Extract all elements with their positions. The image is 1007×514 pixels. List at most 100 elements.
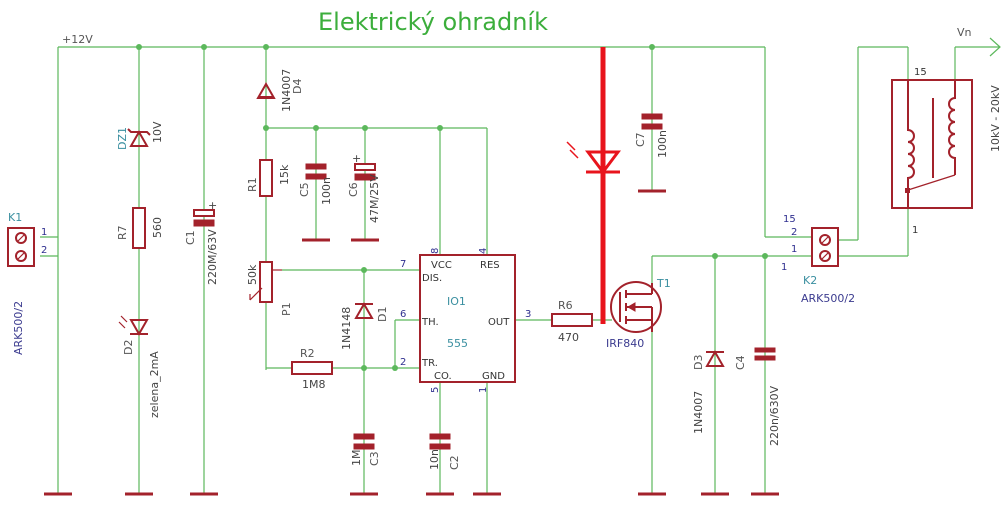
c1-name: C1 bbox=[184, 230, 197, 245]
c5-value: 100n bbox=[320, 177, 333, 205]
t1-value: IRF840 bbox=[606, 337, 644, 350]
k1-type: ARK500/2 bbox=[12, 301, 25, 355]
mosfet-t1: T1 IRF840 bbox=[606, 277, 671, 350]
r2-value: 1M8 bbox=[302, 378, 326, 391]
c5-name: C5 bbox=[298, 182, 311, 197]
capacitor-c1: + C1 220M/63V bbox=[184, 199, 219, 285]
diode-d3: D3 1N4007 bbox=[692, 349, 725, 434]
c1-value: 220M/63V bbox=[206, 229, 219, 285]
d3-value: 1N4007 bbox=[692, 391, 705, 434]
r1-name: R1 bbox=[246, 177, 259, 192]
r2-name: R2 bbox=[300, 347, 315, 360]
transformer-pin1: 1 bbox=[912, 225, 918, 236]
junctions bbox=[136, 44, 768, 371]
dz1-value: 10V bbox=[151, 121, 164, 143]
d1-name: D1 bbox=[376, 307, 389, 322]
c6-name: C6 bbox=[347, 182, 360, 197]
p1-value: 50k bbox=[246, 264, 259, 285]
r7-name: R7 bbox=[116, 225, 129, 240]
ic-pin7-num: 7 bbox=[400, 259, 406, 270]
r6-value: 470 bbox=[558, 331, 579, 344]
resistor-r7: R7 560 bbox=[116, 207, 164, 249]
wires bbox=[40, 37, 1001, 493]
r6-name: R6 bbox=[558, 299, 573, 312]
ic-pin6-num: 6 bbox=[400, 309, 406, 320]
ic-pin-dis: DIS. bbox=[422, 273, 442, 284]
c2-value: 10n bbox=[428, 449, 441, 470]
k1-pin2: 2 bbox=[41, 245, 47, 256]
r1-value: 15k bbox=[278, 164, 291, 185]
zener-dz1: DZ1 10V bbox=[116, 121, 164, 150]
k2-name: K2 bbox=[803, 274, 817, 287]
d4-name: D4 bbox=[291, 79, 304, 94]
ic-type: 555 bbox=[447, 337, 468, 350]
d4-value: 1N4007 bbox=[280, 69, 293, 112]
ic-pin5-num: 5 bbox=[430, 387, 441, 393]
d2-name: D2 bbox=[122, 340, 135, 355]
ic-pin-co: CO. bbox=[434, 371, 452, 382]
ic-pin1-num: 1 bbox=[478, 387, 489, 393]
p1-name: P1 bbox=[280, 302, 293, 316]
ground-symbols bbox=[44, 189, 779, 496]
k2-pin2: 2 bbox=[791, 227, 797, 238]
k2-label-1: 1 bbox=[781, 262, 787, 273]
ic-pin4-num: 4 bbox=[478, 248, 489, 254]
c1-polarity: + bbox=[208, 199, 217, 212]
dz1-name: DZ1 bbox=[116, 127, 129, 150]
capacitor-c4: C4 220n/630V bbox=[734, 347, 781, 446]
schematic-title: Elektrický ohradník bbox=[318, 8, 548, 36]
ic-pin-gnd: GND bbox=[482, 371, 505, 382]
hv-transformer: 15 1 bbox=[891, 67, 973, 236]
k1-pin1: 1 bbox=[41, 227, 47, 238]
c6-value: 47M/25V bbox=[368, 174, 381, 223]
k2-label-15: 15 bbox=[783, 214, 796, 225]
c3-value: 1M bbox=[350, 450, 363, 467]
diode-d1: 1N4148 D1 bbox=[340, 301, 389, 350]
ic-555: IO1 555 DIS. TH. TR. VCC RES OUT CO. GND… bbox=[400, 248, 531, 393]
d1-value: 1N4148 bbox=[340, 307, 353, 350]
diode-d4: 1N4007 D4 bbox=[256, 69, 304, 112]
transformer-pin15: 15 bbox=[914, 67, 927, 78]
capacitor-c3: 1M C3 bbox=[350, 433, 381, 467]
ic-pin-tr: TR. bbox=[421, 358, 438, 369]
c7-name: C7 bbox=[634, 132, 647, 147]
c3-name: C3 bbox=[368, 451, 381, 466]
k2-pin1: 1 bbox=[791, 244, 797, 255]
led-d2: D2 zelena_2mA bbox=[118, 315, 161, 418]
ic-name: IO1 bbox=[447, 295, 466, 308]
c4-value: 220n/630V bbox=[768, 385, 781, 446]
k2-type: ARK500/2 bbox=[801, 292, 855, 305]
capacitor-c6: + C6 47M/25V bbox=[347, 152, 381, 223]
ic-pin-out: OUT bbox=[488, 317, 510, 328]
potentiometer-p1: 50k P1 bbox=[246, 261, 293, 316]
c4-name: C4 bbox=[734, 355, 747, 370]
resistor-r6: R6 470 bbox=[551, 299, 593, 344]
connector-k2: 15 2 1 1 K2 ARK500/2 bbox=[781, 214, 855, 305]
capacitor-c5: C5 100n bbox=[298, 163, 333, 205]
net-label-output: Vn bbox=[957, 26, 972, 39]
resistor-r2: R2 1M8 bbox=[291, 347, 333, 391]
net-label-supply: +12V bbox=[62, 33, 93, 46]
capacitor-c7: C7 100n bbox=[634, 113, 669, 158]
c2-name: C2 bbox=[448, 455, 461, 470]
resistor-r1: R1 15k bbox=[246, 159, 291, 197]
ic-pin-res: RES bbox=[480, 260, 500, 271]
t1-name: T1 bbox=[656, 277, 671, 290]
d2-value: zelena_2mA bbox=[148, 351, 161, 418]
ic-pin-th: TH. bbox=[421, 317, 439, 328]
d3-name: D3 bbox=[692, 355, 705, 370]
hv-voltage-label: 10kV - 20kV bbox=[989, 85, 1002, 152]
ic-pin3-num: 3 bbox=[525, 309, 531, 320]
k1-name: K1 bbox=[8, 211, 22, 224]
highlight-net-with-led bbox=[566, 47, 621, 324]
c7-value: 100n bbox=[656, 130, 669, 158]
r7-value: 560 bbox=[151, 217, 164, 238]
ic-pin-vcc: VCC bbox=[431, 260, 452, 271]
c6-polarity: + bbox=[352, 152, 361, 165]
ic-pin2-num: 2 bbox=[400, 357, 406, 368]
capacitor-c2: 10n C2 bbox=[428, 433, 461, 470]
connector-k1: K1 1 2 ARK500/2 bbox=[7, 211, 47, 355]
ic-pin8-num: 8 bbox=[430, 248, 441, 254]
